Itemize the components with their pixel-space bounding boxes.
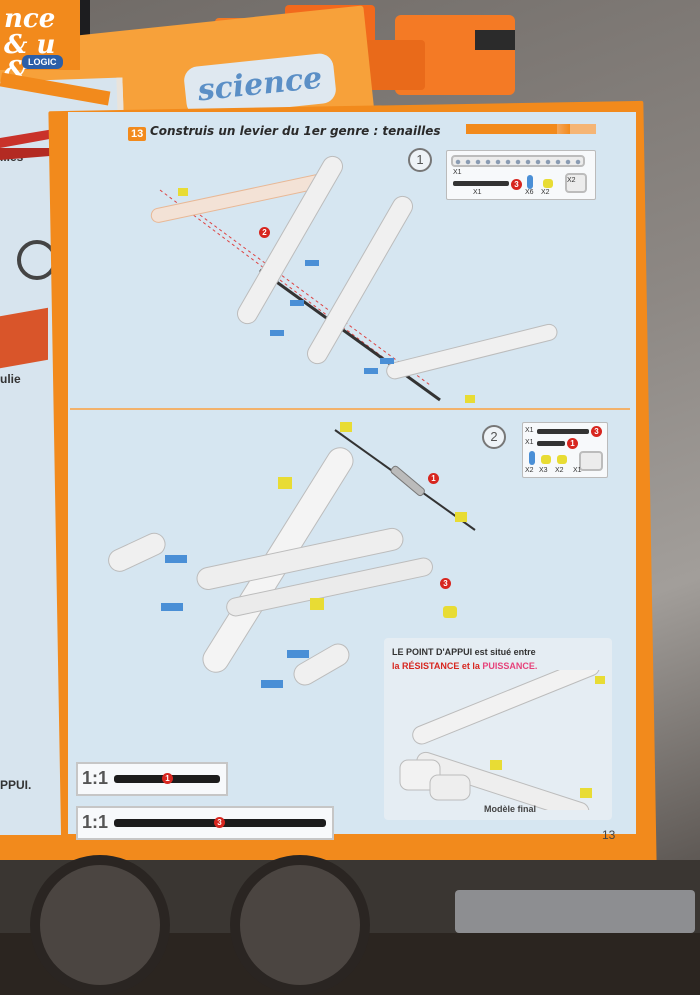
scale-guide-2: 1:1 3 [76,806,334,840]
parts-yellow-bushing [543,179,553,188]
grey-beam-part [455,890,695,933]
part-qty: X2 [555,467,564,474]
part-badge: 1 [567,438,578,449]
step-number-badge: 13 [128,127,147,141]
parts-axle [453,181,509,186]
parts-axle-short [537,441,565,446]
parts-axle [537,429,589,434]
scale-guide-1: 1:1 1 [76,762,228,796]
step-1-circle: 1 [408,148,432,172]
final-model-illustration [399,670,605,810]
scale-badge: 3 [214,817,225,828]
wheel-part [30,855,170,995]
scale-badge: 1 [162,773,173,784]
part-qty: X1 [473,189,482,196]
left-page-label-mid: ulie [0,372,21,386]
page-title: Construis un levier du 1er genre : tenai… [150,124,441,138]
step-2-inline-badge: 3 [440,578,451,589]
left-page-label-bottom: PPUI. [0,778,32,792]
part-qty: X6 [525,189,534,196]
part-qty: X3 [539,467,548,474]
fulcrum-note-line2: la RÉSISTANCE et la PUISSANCE. [392,659,562,673]
part-qty: X1 [525,439,534,446]
step-2-inline-badge: 1 [428,473,439,484]
parts-angle-beam [565,173,587,193]
page-number: 13 [602,828,616,842]
step-1-assembly-illustration [150,155,558,403]
part-badge: 3 [511,179,522,190]
parts-angle-beam [579,451,603,471]
part-qty: X1 [573,467,582,474]
step-2-bushing [443,606,457,618]
parts-blue-pin [529,451,535,465]
fulcrum-note: LE POINT D'APPUI est situé entre la RÉSI… [392,645,562,673]
step-2-assembly-illustration [108,422,476,688]
parts-blue-pin [527,175,533,189]
part-badge: 3 [591,426,602,437]
step-2-circle: 2 [482,425,506,449]
parts-yellow-bushing [541,455,551,464]
part-qty: X2 [567,177,576,184]
final-model-caption: Modèle final [484,804,537,814]
logic-tag: LOGIC [22,55,63,69]
fulcrum-note-line2-b: PUISSANCE. [482,661,538,671]
part-qty: X2 [541,189,550,196]
part-qty: X1 [525,427,534,434]
scale-label: 1:1 [82,768,109,788]
step-2-parts-box: X1 3 X1 1 X2 X3 X2 X1 [522,422,608,478]
fulcrum-note-line2-a: la RÉSISTANCE et la [392,661,483,671]
step-1-parts-box: X1 X1 3 X6 X2 X2 [446,150,596,200]
scale-label: 1:1 [82,812,109,832]
step-1-inline-badge: 2 [259,227,270,238]
wheel-part [230,855,370,995]
part-qty: X1 [453,169,462,176]
parts-long-beam [451,155,585,167]
header-accent-bar [466,124,596,134]
fulcrum-note-line1: LE POINT D'APPUI est situé entre [392,647,536,657]
step-divider [70,408,630,410]
parts-yellow-bushing [557,455,567,464]
crate-icon [0,307,48,369]
part-qty: X2 [525,467,534,474]
